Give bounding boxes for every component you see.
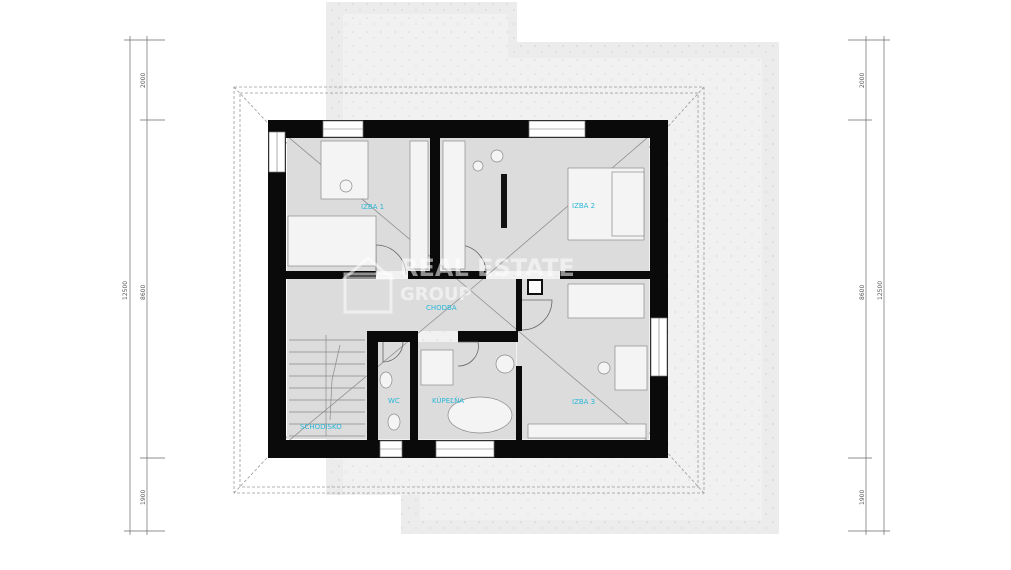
bathtub: [447, 396, 513, 434]
room-labels: IZBA 1 IZBA 2 IZBA 3 CHODBA WC KÚPEĽŇA S…: [300, 202, 595, 431]
label-kupelna: KÚPEĽŇA: [432, 396, 464, 405]
wardrobe-izba1: [409, 140, 429, 270]
watermark-line1: REAL ESTATE: [400, 254, 575, 282]
wardrobe-izba2: [442, 140, 466, 270]
label-wc: WC: [388, 397, 400, 405]
dim-right-bottom: 1900: [859, 490, 866, 505]
watermark-line2: GROUP: [400, 284, 472, 305]
chair-izba2: [472, 160, 484, 172]
dim-right-top: 2000: [859, 73, 866, 88]
label-izba1: IZBA 1: [361, 203, 384, 211]
furniture: [287, 140, 648, 439]
dimension-left: [124, 36, 165, 535]
label-schodisko: SCHODISKO: [300, 423, 342, 431]
stairs: [289, 335, 365, 437]
watermark: REAL ESTATE GROUP: [340, 254, 575, 314]
label-izba3: IZBA 3: [572, 398, 595, 406]
dim-left-top: 2000: [140, 73, 147, 88]
dim-left-inner: 8600: [140, 285, 147, 300]
wardrobe-izba3: [527, 423, 647, 439]
dim-left-bottom: 1900: [140, 490, 147, 505]
dimension-right: [848, 36, 890, 535]
wc-sink: [387, 413, 401, 431]
desk-izba3: [567, 283, 645, 319]
bed-izba3: [614, 345, 648, 391]
chair-izba3: [597, 361, 611, 375]
table-izba2: [490, 149, 504, 163]
shower: [420, 349, 454, 386]
label-izba2: IZBA 2: [572, 202, 595, 210]
label-chodba: CHODBA: [426, 304, 457, 312]
chimney: [527, 279, 543, 295]
window-frames: [276, 128, 660, 450]
dim-right-outer: 12500: [877, 281, 884, 300]
pillows-izba2: [611, 171, 645, 237]
toilet: [379, 371, 393, 389]
sink: [495, 354, 515, 374]
desk-izba2: [501, 174, 507, 228]
chair-izba1: [339, 179, 353, 193]
dim-right-inner: 8600: [859, 285, 866, 300]
dim-left-outer: 12500: [122, 281, 129, 300]
bed-izba1b: [287, 215, 377, 267]
